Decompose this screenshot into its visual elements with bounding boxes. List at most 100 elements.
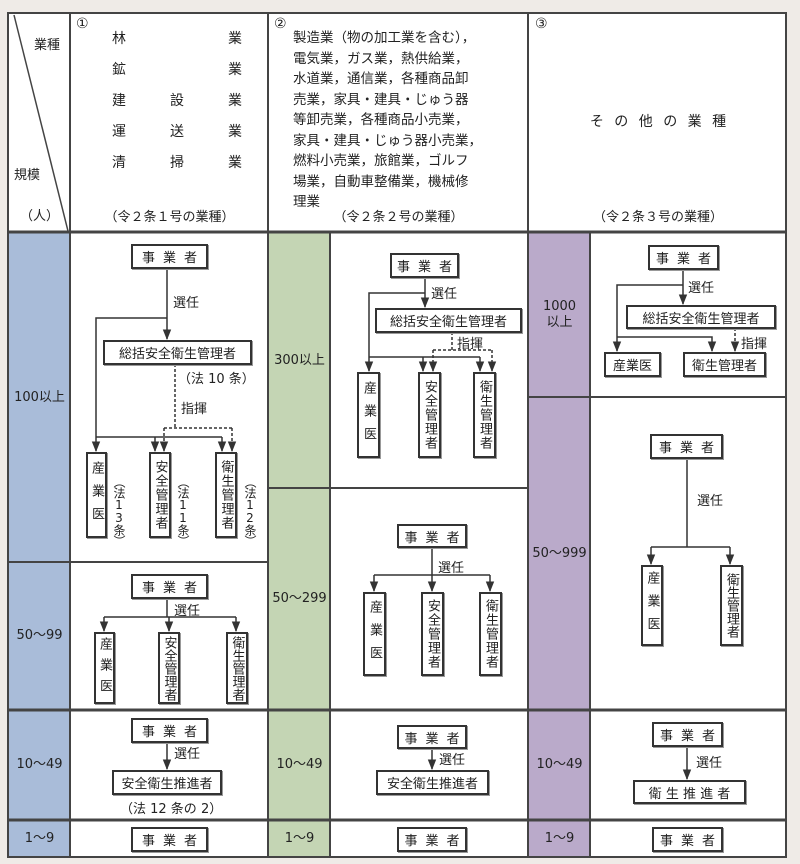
law-article-11: （法11条） xyxy=(176,476,190,546)
industry-line: 等卸売業，各種商品小売業， xyxy=(293,112,469,128)
industry-row: 鉱業 xyxy=(112,59,242,90)
employer-box: 事業者 xyxy=(652,827,723,852)
safety-manager-box: 安全管理者 xyxy=(418,372,441,458)
law-article-13: （法13条） xyxy=(112,476,126,546)
col3-title: そ の 他 の 業 種 xyxy=(589,114,727,130)
health-manager-box: 衛生管理者 xyxy=(683,352,766,377)
char: 清 xyxy=(112,155,126,171)
industrial-physician-box: 産業医 xyxy=(94,632,115,704)
col1-industry-list: 林業 鉱業 建設業 運送業 清掃業 xyxy=(112,28,242,183)
appoint-label: 選任 xyxy=(438,561,465,576)
employer-box: 事業者 xyxy=(390,253,459,278)
industrial-physician-box: 産業医 xyxy=(641,565,663,646)
industrial-physician-box: 産業医 xyxy=(86,452,107,538)
appoint-label: 選任 xyxy=(431,287,458,302)
industry-line: 場業，自動車整備業，機械修 xyxy=(293,173,469,190)
col3-size-column xyxy=(529,233,590,856)
industry-line: 理業 xyxy=(293,194,320,210)
industry-line: 家具・建具・じゅう器小売業， xyxy=(293,132,482,149)
employer-box: 事業者 xyxy=(131,574,208,599)
employer-box: 事業者 xyxy=(648,245,719,270)
col2-size-10-49: 10～49 xyxy=(276,757,323,772)
industry-row: 運送業 xyxy=(112,121,242,152)
employer-box: 事業者 xyxy=(397,827,467,852)
law-article-12-2: （法 12 条の 2） xyxy=(120,802,223,817)
general-safety-health-manager-box: 総括安全衛生管理者 xyxy=(375,308,522,333)
header-industry-label: 業種 xyxy=(34,38,61,53)
col2-size-50-299: 50～299 xyxy=(272,591,327,606)
col1-size-column xyxy=(9,233,70,856)
appoint-label: 選任 xyxy=(697,494,724,509)
col1-size-1-9: 1～9 xyxy=(24,830,55,846)
general-safety-health-manager-box: 総括安全衛生管理者 xyxy=(626,305,776,329)
col1-size-100plus: 100以上 xyxy=(14,389,65,405)
law-article-12: （法12条） xyxy=(243,476,257,546)
industry-line: 製造業（物の加工業を含む）， xyxy=(293,30,476,46)
header-size-label: 規模 xyxy=(14,168,41,183)
industrial-physician-box: 産業医 xyxy=(357,372,380,458)
col2-size-300plus: 300以上 xyxy=(274,352,325,368)
col1-number: ① xyxy=(76,16,89,32)
health-manager-box: 衛生管理者 xyxy=(479,592,502,676)
col3-number: ③ xyxy=(535,16,548,32)
appoint-label: 選任 xyxy=(696,756,723,771)
general-safety-health-manager-box: 総括安全衛生管理者 xyxy=(103,340,252,365)
char: 業 xyxy=(228,93,242,109)
col2-size-column xyxy=(269,233,330,856)
appoint-label: 選任 xyxy=(173,296,200,311)
char: 業 xyxy=(228,155,242,171)
appoint-label: 選任 xyxy=(439,753,466,768)
employer-box: 事業者 xyxy=(131,244,208,269)
safety-health-promoter-box: 安全衛生推進者 xyxy=(376,770,489,795)
col1-size-50-99: 50～99 xyxy=(16,628,63,643)
col2-industry-list: 製造業（物の加工業を含む）， 電気業，ガス業，熱供給業， 水道業，通信業，各種商… xyxy=(293,28,482,213)
industry-row: 建設業 xyxy=(112,90,242,121)
industrial-physician-box: 産業医 xyxy=(604,352,661,377)
industry-line: 燃料小売業，旅館業，ゴルフ xyxy=(293,153,469,169)
col2-footer: （令２条２号の業種） xyxy=(333,210,464,225)
direct-label: 指揮 xyxy=(181,402,208,417)
char: 鉱 xyxy=(112,62,126,78)
safety-manager-box: 安全管理者 xyxy=(158,632,180,704)
col1-footer: （令２条１号の業種） xyxy=(104,210,235,225)
health-manager-box: 衛生管理者 xyxy=(720,565,743,646)
health-promoter-box: 衛 生 推 進 者 xyxy=(633,780,746,804)
col3-footer: （令２条３号の業種） xyxy=(592,210,723,225)
appoint-label: 選任 xyxy=(174,604,201,619)
safety-health-promoter-box: 安全衛生推進者 xyxy=(112,770,222,795)
col3-size-10-49: 10～49 xyxy=(536,757,583,772)
appoint-label: 選任 xyxy=(688,281,715,296)
health-manager-box: 衛生管理者 xyxy=(226,632,248,704)
industry-line: 売業，家具・建具・じゅう器 xyxy=(293,91,469,108)
char: 送 xyxy=(170,124,184,140)
industry-row: 林業 xyxy=(112,28,242,59)
char: 運 xyxy=(112,124,126,140)
char: 業 xyxy=(228,31,242,47)
col1-size-10-49: 10～49 xyxy=(16,757,63,772)
health-manager-box: 衛生管理者 xyxy=(215,452,237,538)
employer-box: 事業者 xyxy=(397,725,467,749)
safety-manager-box: 安全管理者 xyxy=(421,592,444,676)
direct-label: 指揮 xyxy=(741,337,768,352)
char: 掃 xyxy=(170,155,184,171)
char: 設 xyxy=(170,93,184,109)
safety-manager-box: 安全管理者 xyxy=(149,452,171,538)
char: 業 xyxy=(228,62,242,78)
col2-size-1-9: 1～9 xyxy=(284,830,315,846)
appoint-label: 選任 xyxy=(174,747,201,762)
employer-box: 事業者 xyxy=(397,524,467,548)
header-unit-label: （人） xyxy=(20,209,60,224)
employer-box: 事業者 xyxy=(652,722,723,747)
health-manager-box: 衛生管理者 xyxy=(473,372,496,458)
col3-size-1-9: 1～9 xyxy=(544,830,575,846)
col2-number: ② xyxy=(274,16,287,32)
employer-box: 事業者 xyxy=(131,718,208,743)
law-article-10: （法 10 条） xyxy=(178,372,255,387)
direct-label: 指揮 xyxy=(457,337,484,352)
col3-size-1000plus: 1000 以上 xyxy=(542,299,577,330)
employer-box: 事業者 xyxy=(131,827,208,852)
col3-size-50-999: 50～999 xyxy=(532,545,587,561)
char: 林 xyxy=(112,31,126,47)
